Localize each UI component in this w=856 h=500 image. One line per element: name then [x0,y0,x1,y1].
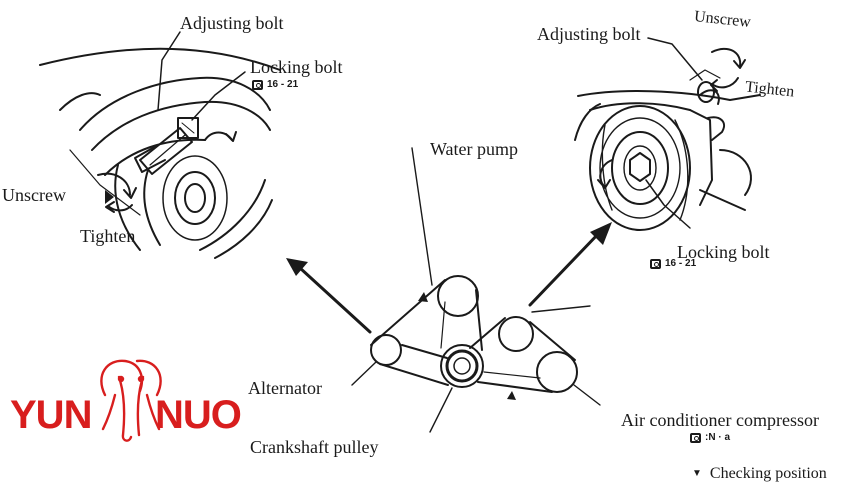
torque-value-compressor: :N · a [705,432,730,443]
torque-wrench-icon [690,432,701,443]
checking-position-triangle-icon: ▼ [692,468,702,479]
elephant-logo-icon [100,359,162,442]
checking-position-marker-lower [507,391,516,400]
right-direction-arrowhead [590,222,612,245]
torque-value-right: 16 - 21 [665,258,697,269]
locking-bolt-label-left: Locking bolt [250,57,343,77]
alternator-label: Alternator [248,378,322,398]
logo-right-word: NUO [155,393,242,437]
brand-logo: YUN NUO [10,355,242,445]
belt-layout [370,275,578,393]
torque-value-left: 16 - 21 [267,79,299,90]
unscrew-label-left: Unscrew [2,185,66,205]
air-conditioner-compressor-label: Air conditioner compressor [621,410,819,430]
checking-position-label: Checking position [709,465,827,482]
torque-spec-right: 16 - 21 [650,258,696,269]
water-pump-label: Water pump [430,139,519,159]
left-direction-arrowhead [286,258,308,276]
logo-left-word: YUN [10,393,92,437]
torque-wrench-icon [252,79,263,90]
alternator-detail-sketch [39,47,281,259]
checking-position-marker-upper [418,292,428,302]
torque-spec-left: 16 - 21 [252,79,298,90]
torque-spec-compressor: :N · a [690,432,730,443]
tighten-label-left: Tighten [80,226,136,246]
locking-bolt-label-right: Locking bolt [677,242,770,262]
tension-pulley-detail-sketch [574,81,761,231]
adjusting-bolt-label-right: Adjusting bolt [537,24,641,44]
adjusting-bolt-label-left: Adjusting bolt [180,13,284,33]
checking-position-legend: ▼ Checking position [692,465,827,483]
crankshaft-pulley-label: Crankshaft pulley [250,437,379,457]
torque-wrench-icon [650,258,661,269]
